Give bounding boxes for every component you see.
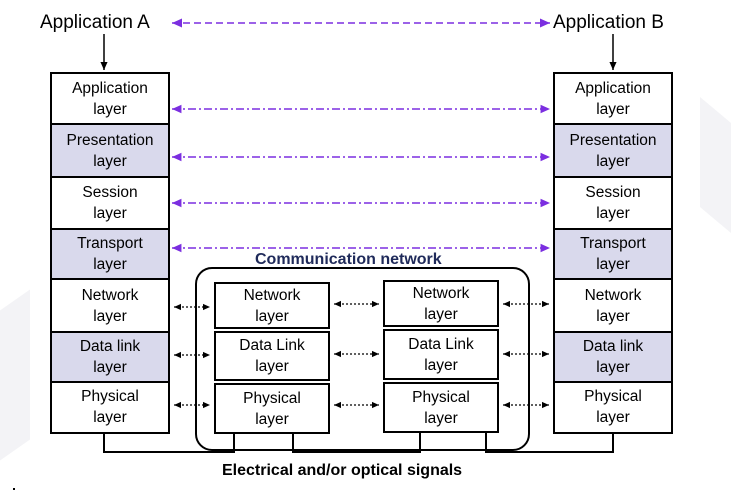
communication-network-boundary bbox=[195, 267, 530, 451]
layer-separator bbox=[52, 331, 168, 333]
right-layer-4: Transport layer bbox=[555, 229, 671, 279]
layer-separator bbox=[555, 123, 671, 125]
left-layer-5: Network layer bbox=[81, 286, 139, 325]
node-a-physical-layer: Physical layer bbox=[214, 383, 330, 434]
left-layer-6: Data link layer bbox=[52, 332, 168, 382]
node-b-physical-layer: Physical layer bbox=[383, 382, 499, 433]
layer-separator bbox=[555, 176, 671, 178]
layer-separator bbox=[52, 123, 168, 125]
right-layer-2: Presentation layer bbox=[555, 124, 671, 177]
application-a-label: Application A bbox=[40, 12, 150, 33]
node-a-network-layer: Network layer bbox=[214, 282, 330, 329]
node-b-data-link-layer: Data Link layer bbox=[383, 329, 499, 380]
right-layer-5: Network layer bbox=[584, 286, 642, 325]
node-b-network-layer: Network layer bbox=[383, 280, 499, 327]
signals-label: Electrical and/or optical signals bbox=[222, 462, 463, 479]
layer-separator bbox=[555, 278, 671, 280]
left-layer-4: Transport layer bbox=[52, 229, 168, 279]
left-layer-7: Physical layer bbox=[81, 388, 139, 426]
layer-separator bbox=[555, 228, 671, 230]
communication-network-title: Communication network bbox=[255, 251, 442, 268]
left-layer-1: Application layer bbox=[72, 80, 148, 118]
layer-separator bbox=[555, 331, 671, 333]
physical-wire-left bbox=[103, 434, 235, 453]
left-layer-2: Presentation layer bbox=[52, 124, 168, 177]
layer-separator bbox=[52, 176, 168, 178]
application-b-label: Application B bbox=[553, 12, 664, 33]
node-a-data-link-layer: Data Link layer bbox=[214, 331, 330, 381]
layer-separator bbox=[555, 381, 671, 383]
left-layer-3: Session layer bbox=[82, 184, 138, 222]
right-layer-6: Data link layer bbox=[555, 332, 671, 382]
right-layer-7: Physical layer bbox=[584, 388, 642, 426]
layer-separator bbox=[52, 228, 168, 230]
layer-separator bbox=[52, 381, 168, 383]
physical-wire-middle bbox=[292, 433, 421, 453]
stray-dot bbox=[13, 488, 15, 490]
right-layer-3: Session layer bbox=[585, 184, 641, 222]
right-layer-1: Application layer bbox=[575, 80, 651, 118]
layer-separator bbox=[52, 278, 168, 280]
physical-wire-right bbox=[485, 433, 614, 453]
